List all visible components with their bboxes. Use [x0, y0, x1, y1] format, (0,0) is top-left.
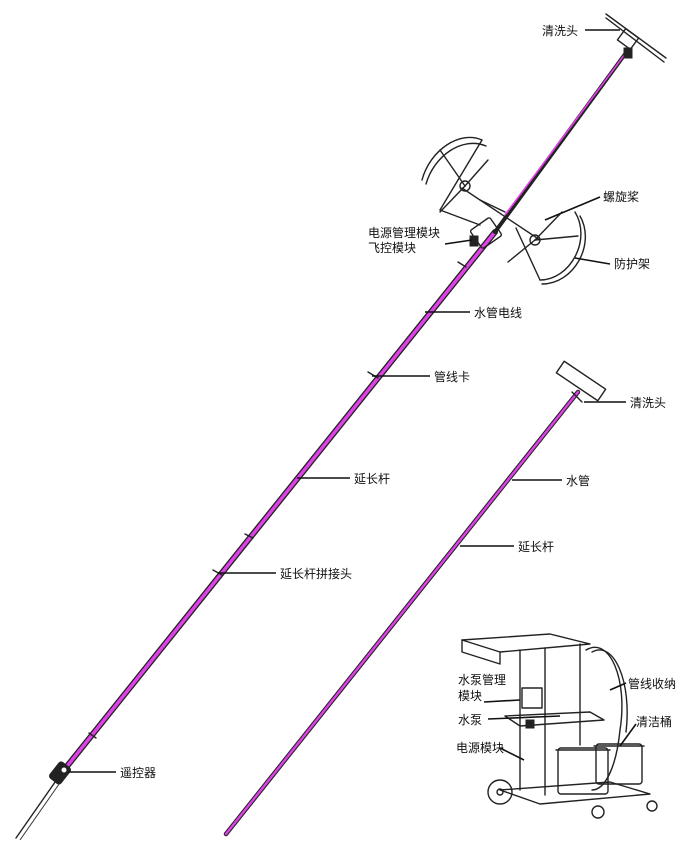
label-propeller: 螺旋桨: [603, 190, 639, 204]
label-remote-controller: 遥控器: [120, 766, 156, 780]
label-extension-pole-manual: 延长杆: [518, 540, 554, 554]
label-pump-module-line1: 水泵管理: [458, 672, 506, 687]
pole-joint-mark-4: [457, 261, 467, 268]
label-pole-joint: 延长杆拼接头: [280, 566, 352, 581]
label-bucket: 清洁桶: [636, 714, 672, 729]
water-cable-line: [58, 230, 497, 777]
pole-joint-mark-3: [88, 732, 97, 739]
label-power-management-module: 电源管理模块: [368, 225, 440, 240]
pole-joint-mark-1: [244, 533, 254, 539]
label-cleaning-head-manual: 清洗头: [630, 396, 666, 410]
label-extension-pole-drone: 延长杆: [354, 472, 390, 486]
label-power-module: 电源模块: [456, 741, 504, 755]
drone-pole-assembly: [15, 13, 667, 841]
label-guard-frame: 防护架: [614, 256, 650, 271]
cleaning-head-manual: [555, 360, 607, 403]
cleaning-head-drone: [605, 13, 667, 63]
label-cleaning-head-drone: 清洗头: [542, 24, 578, 38]
drone-body: [461, 187, 541, 249]
right-propeller-guard: [507, 211, 586, 285]
remote-controller: [49, 761, 71, 785]
manual-pole-assembly: [223, 360, 607, 837]
label-hose-cable: 水管电线: [474, 305, 522, 320]
label-water-pipe: 水管: [566, 473, 590, 488]
left-propeller-guard: [421, 136, 489, 226]
label-hose-clip: 管线卡: [434, 369, 470, 384]
manual-water-pipe: [224, 390, 580, 836]
label-flight-control-module: 飞控模块: [368, 241, 416, 255]
pole-joint-mark-2: [212, 569, 223, 576]
label-pump-module-line2: 模块: [458, 689, 482, 703]
pole-handle: [15, 774, 61, 839]
upper-water-line: [504, 49, 629, 216]
label-pump: 水泵: [458, 713, 482, 727]
label-hose-reel: 管线收纳: [628, 676, 676, 691]
hose-clip-mark: [367, 371, 379, 379]
cleaning-cart: [461, 633, 658, 819]
